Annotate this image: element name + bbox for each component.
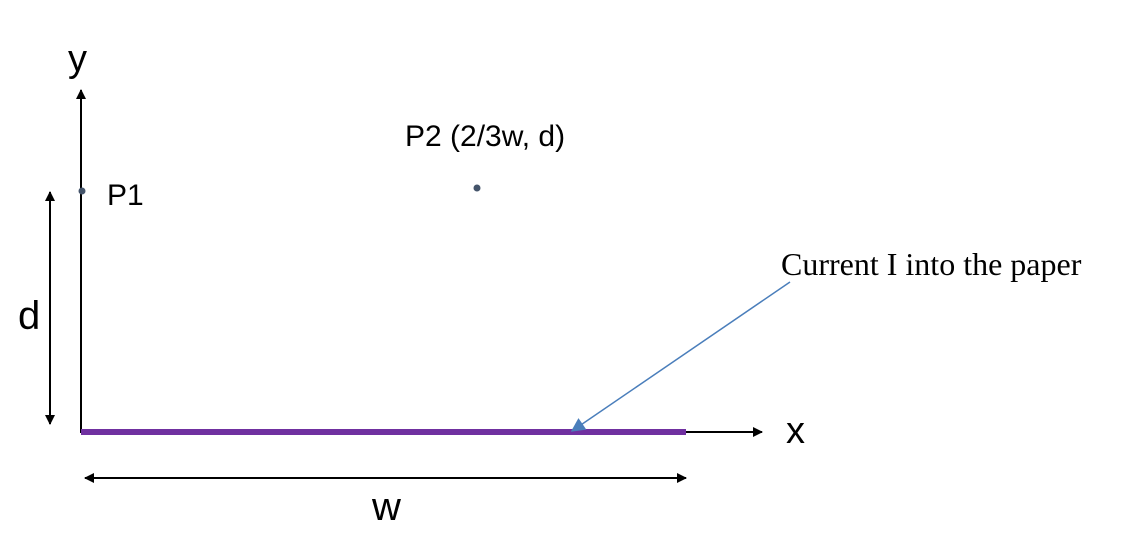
point-p2-dot (473, 184, 481, 192)
point-p1-label: P1 (107, 179, 144, 212)
current-annotation: Current I into the paper (781, 246, 1082, 282)
d-dimension-label: d (18, 294, 41, 338)
point-p2-label: P2 (2/3w, d) (405, 120, 566, 153)
x-axis-label: x (786, 410, 805, 452)
point-p1-dot (78, 187, 86, 195)
y-axis-label: y (68, 38, 87, 80)
w-dimension-label: w (372, 485, 401, 529)
current-pointer-arrow (570, 281, 791, 432)
